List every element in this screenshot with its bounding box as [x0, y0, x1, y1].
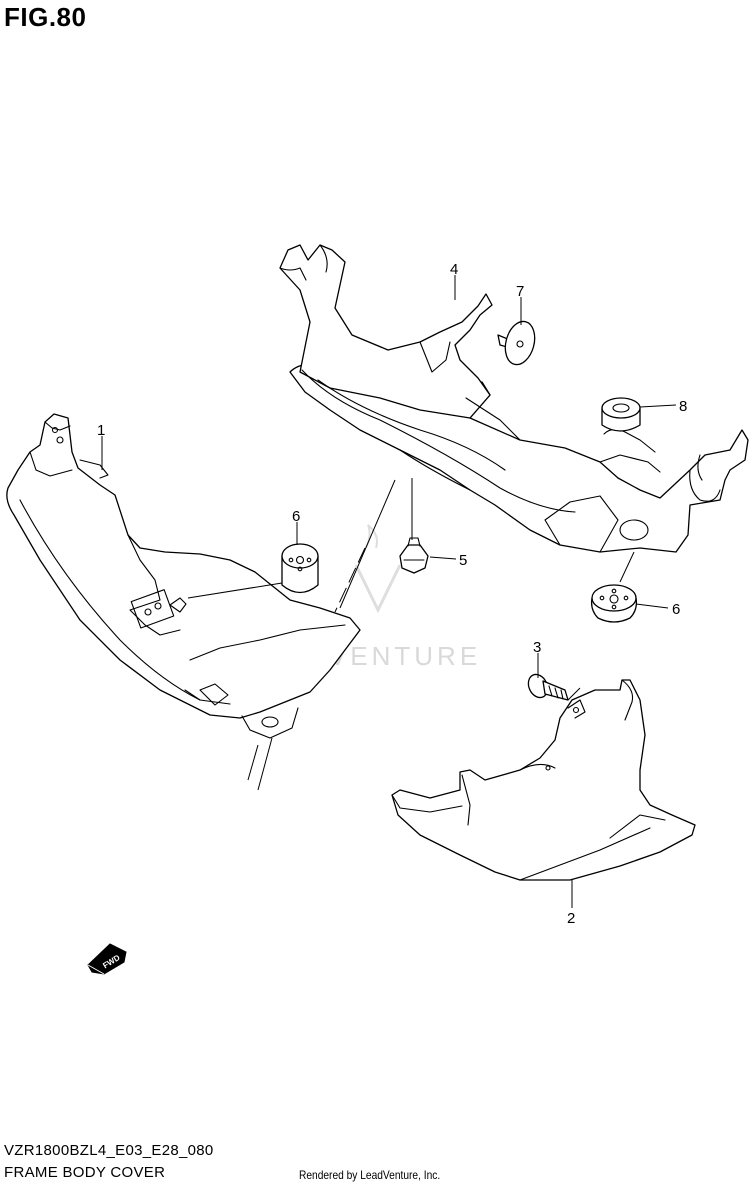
callout-1: 1	[97, 422, 105, 439]
part-2-frame-cover-right[interactable]	[392, 680, 695, 880]
callout-2: 2	[567, 910, 575, 927]
callout-4: 4	[450, 261, 458, 278]
part-1-frame-cover-left[interactable]	[7, 414, 360, 738]
part-5-nut-clip[interactable]	[400, 538, 428, 573]
section-name: FRAME BODY COVER	[4, 1164, 166, 1181]
fwd-arrow-icon: FWD	[88, 944, 126, 974]
figure-title: FIG.80	[4, 2, 87, 32]
part-8-grommet[interactable]	[602, 398, 640, 431]
leader-lines	[102, 275, 676, 908]
part-7-clip[interactable]	[498, 318, 539, 368]
callout-5: 5	[459, 552, 467, 569]
callout-6-right: 6	[672, 601, 680, 618]
model-code: VZR1800BZL4_E03_E28_080	[4, 1142, 214, 1159]
part-6-grommet-right[interactable]	[592, 585, 637, 622]
callout-3: 3	[533, 639, 541, 656]
callout-7: 7	[516, 283, 524, 300]
part-4-frame-cover-upper[interactable]	[280, 245, 748, 552]
callout-8: 8	[679, 398, 687, 415]
rendered-by-credit: Rendered by LeadVenture, Inc.	[299, 1168, 441, 1182]
part-3-screw[interactable]	[525, 671, 568, 700]
part-6-grommet-left[interactable]	[282, 544, 318, 593]
callout-numbers: 1 2 3 4 5 6 6 7 8	[97, 261, 687, 927]
callout-6-left: 6	[292, 508, 300, 525]
